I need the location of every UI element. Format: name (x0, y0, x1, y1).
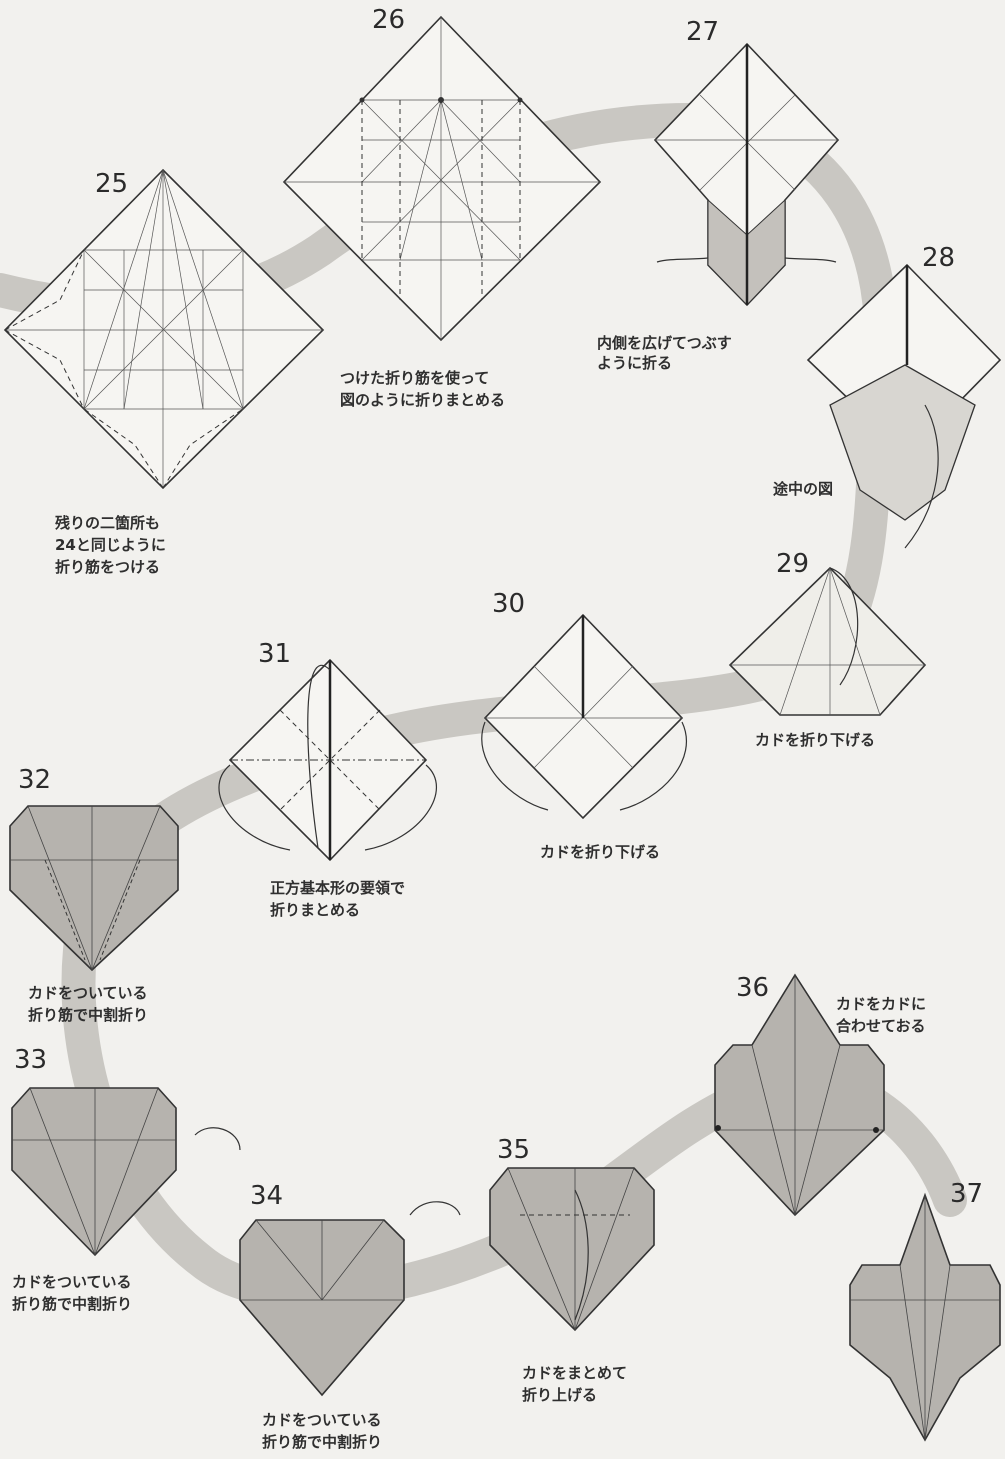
step-caption-line: カドを折り下げる (540, 843, 660, 861)
step-caption-line: 正方基本形の要領で (270, 879, 405, 897)
step-number: 36 (736, 973, 769, 1003)
step-26: 26 つけた折り筋を使って 図のように折りまとめる (284, 5, 600, 409)
step-29: 29 カドを折り下げる (730, 549, 925, 749)
step-number: 28 (922, 243, 955, 273)
step-caption-line: 折り筋で中割折り (28, 1006, 148, 1024)
unfold-arrow (785, 258, 836, 262)
step-32: 32 カドをついている 折り筋で中割折り (10, 765, 178, 1024)
step-number: 32 (18, 765, 51, 795)
step-caption-line: 折り上げる (522, 1386, 597, 1404)
step-caption-line: カドをカドに (836, 995, 926, 1013)
unfold-arrow (657, 258, 708, 262)
step-caption-line: 折り筋で中割折り (12, 1295, 132, 1313)
step-caption-line: 折りまとめる (270, 901, 360, 919)
model-shape (10, 806, 178, 970)
step-caption-line: 残りの二箇所も (55, 514, 160, 532)
step-34: 34 カドをついている 折り筋で中割折り (240, 1181, 460, 1451)
step-caption-line: カドをついている (28, 984, 148, 1002)
step-caption-line: カドをついている (12, 1273, 132, 1291)
step-number: 27 (686, 17, 719, 47)
step-caption-line: 図のように折りまとめる (340, 391, 505, 409)
step-31: 31 正方基本形の要領で 折りまとめる (219, 639, 436, 919)
step-number: 35 (497, 1135, 530, 1165)
step-caption-line: 途中の図 (773, 480, 833, 498)
step-caption-line: カドを折り下げる (755, 731, 875, 749)
step-caption-line: 合わせておる (835, 1017, 926, 1035)
step-27: 27 内側を広げてつぶす ように折る (597, 17, 838, 372)
step-caption-line: カドをまとめて (522, 1364, 627, 1382)
step-caption-line: 24と同じように (55, 536, 166, 554)
point-marker (715, 1125, 721, 1131)
step-35: 35 カドをまとめて 折り上げる (490, 1135, 654, 1404)
step-caption-line: 折り筋をつける (55, 558, 160, 576)
step-caption-line: ように折る (597, 354, 672, 372)
step-caption-line: つけた折り筋を使って (340, 369, 489, 387)
step-25: 25 残りの二箇所も 24と同じように 折り筋をつける (5, 169, 323, 576)
step-number: 33 (14, 1045, 47, 1075)
step-caption-line: 折り筋で中割折り (262, 1433, 382, 1451)
step-number: 34 (250, 1181, 283, 1211)
step-28: 28 途中の図 (773, 243, 1000, 548)
step-number: 37 (950, 1179, 983, 1209)
point-marker (438, 97, 444, 103)
model-shape (490, 1168, 654, 1330)
turn-over-icon (410, 1202, 460, 1215)
step-number: 25 (95, 169, 128, 199)
step-number: 30 (492, 589, 525, 619)
point-marker (360, 98, 365, 103)
point-marker (518, 98, 523, 103)
step-number: 26 (372, 5, 405, 35)
model-shape (730, 568, 925, 715)
step-caption-line: 内側を広げてつぶす (597, 334, 732, 352)
step-caption-line: カドをついている (262, 1411, 382, 1429)
step-36: 36 カドをカドに 合わせておる (715, 973, 926, 1215)
step-37: 37 (850, 1179, 1000, 1440)
turn-over-icon (195, 1128, 240, 1150)
step-number: 31 (258, 639, 291, 669)
point-marker (873, 1127, 879, 1133)
step-number: 29 (776, 549, 809, 579)
step-30: 30 カドを折り下げる (482, 589, 687, 861)
